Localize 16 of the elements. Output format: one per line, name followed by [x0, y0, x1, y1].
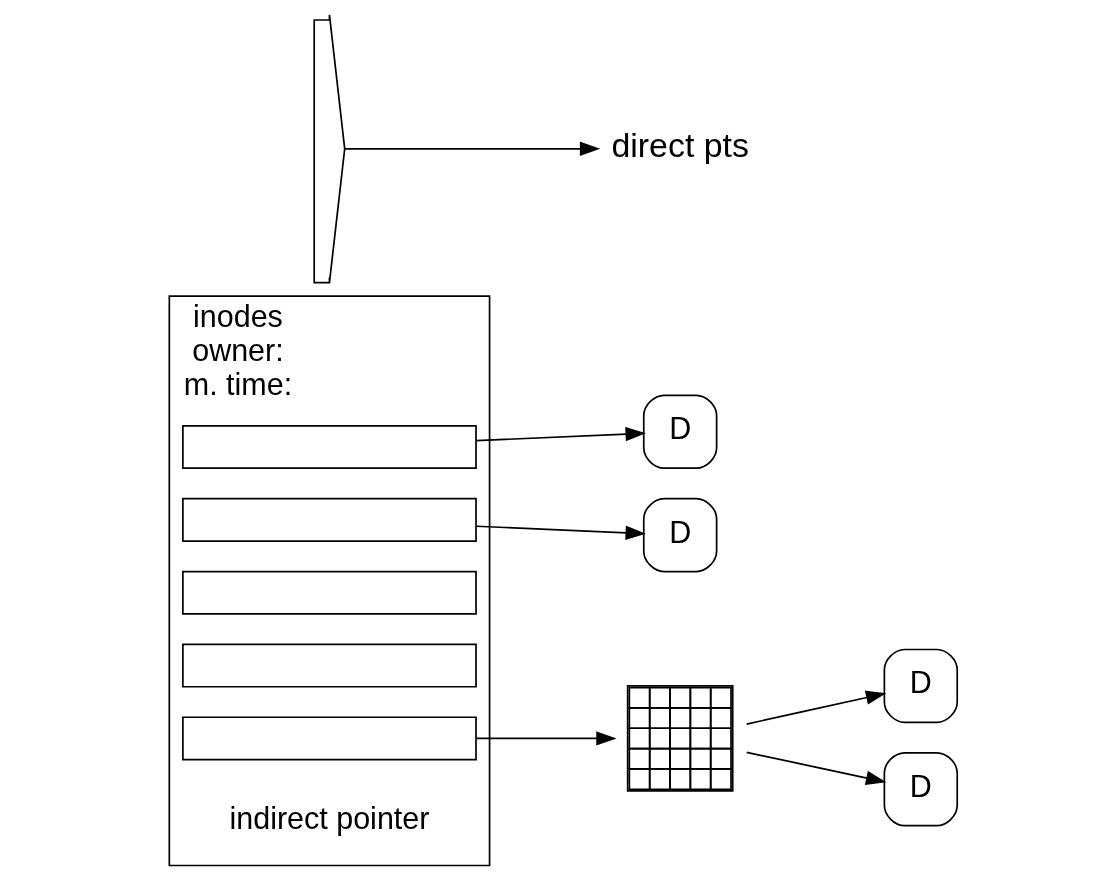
node-box: [182, 497, 477, 542]
node-box: [182, 424, 477, 470]
node-box: D: [642, 497, 718, 573]
node-box: [182, 570, 477, 615]
node-label: indirect pointer: [229, 800, 430, 835]
arrow: [343, 141, 601, 156]
node-box: D: [883, 752, 959, 827]
node-text: direct pts: [611, 126, 749, 165]
arrow: [745, 690, 887, 725]
arrow: [745, 751, 887, 785]
node-box: [182, 716, 477, 761]
arrow: [475, 731, 617, 746]
node-box: [182, 643, 477, 688]
node-box: D: [642, 394, 718, 470]
node-bracket: [313, 14, 346, 284]
node-box: D: [883, 648, 959, 724]
